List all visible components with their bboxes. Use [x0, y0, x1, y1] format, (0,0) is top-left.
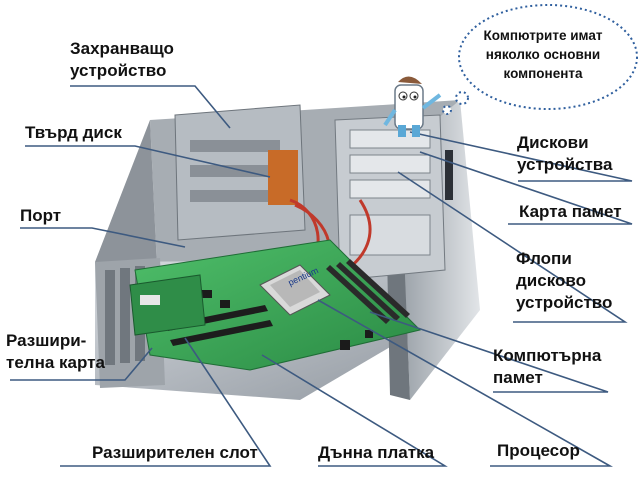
label-power-supply-line-2: устройство	[70, 61, 167, 80]
memory-slots	[326, 259, 410, 324]
label-power-supply-line-1: Захранващо	[70, 39, 174, 58]
label-disk-drives: Дискови устройства	[517, 132, 613, 176]
label-memory: Компютърна памет	[493, 345, 601, 389]
callout-line-3: компонента	[503, 66, 583, 81]
label-disk-drives-line-2: устройства	[517, 155, 613, 174]
label-memory-line-2: памет	[493, 368, 543, 387]
label-port: Порт	[20, 206, 62, 225]
callout-line-2: няколко основни	[485, 47, 601, 62]
power-supply	[174, 104, 306, 241]
label-processor: Процесор	[497, 441, 580, 460]
thought-bubble-text: Компютрите имат няколко основни компонен…	[468, 26, 618, 83]
label-power-supply: Захранващо устройство	[70, 38, 174, 82]
leader-lines	[10, 85, 633, 467]
label-expansion-slot: Разширителен слот	[92, 443, 258, 462]
label-memory-card: Карта памет	[519, 202, 622, 221]
label-floppy-drive: Флопи дисково устройство	[516, 248, 612, 314]
label-floppy-line-3: устройство	[516, 293, 613, 312]
label-floppy-line-1: Флопи	[516, 249, 572, 268]
expansion-card	[129, 274, 206, 336]
callout-line-1: Компютрите имат	[483, 28, 603, 43]
label-disk-drives-line-1: Дискови	[517, 133, 589, 152]
drive-bays	[334, 114, 446, 281]
label-motherboard: Дънна платка	[318, 443, 435, 462]
cpu-chip: pentium	[259, 264, 331, 316]
motherboard: pentium	[129, 239, 421, 371]
mascot-figure	[383, 76, 442, 137]
thought-bubble	[442, 4, 638, 115]
label-expansion-card-line-1: Разшири-	[6, 331, 87, 350]
label-floppy-line-2: дисково	[516, 271, 586, 290]
label-memory-line-1: Компютърна	[493, 346, 602, 365]
label-expansion-card-line-2: телна карта	[6, 353, 105, 372]
label-hard-disk: Твърд диск	[25, 123, 122, 142]
label-expansion-card: Разшири- телна карта	[6, 330, 105, 374]
